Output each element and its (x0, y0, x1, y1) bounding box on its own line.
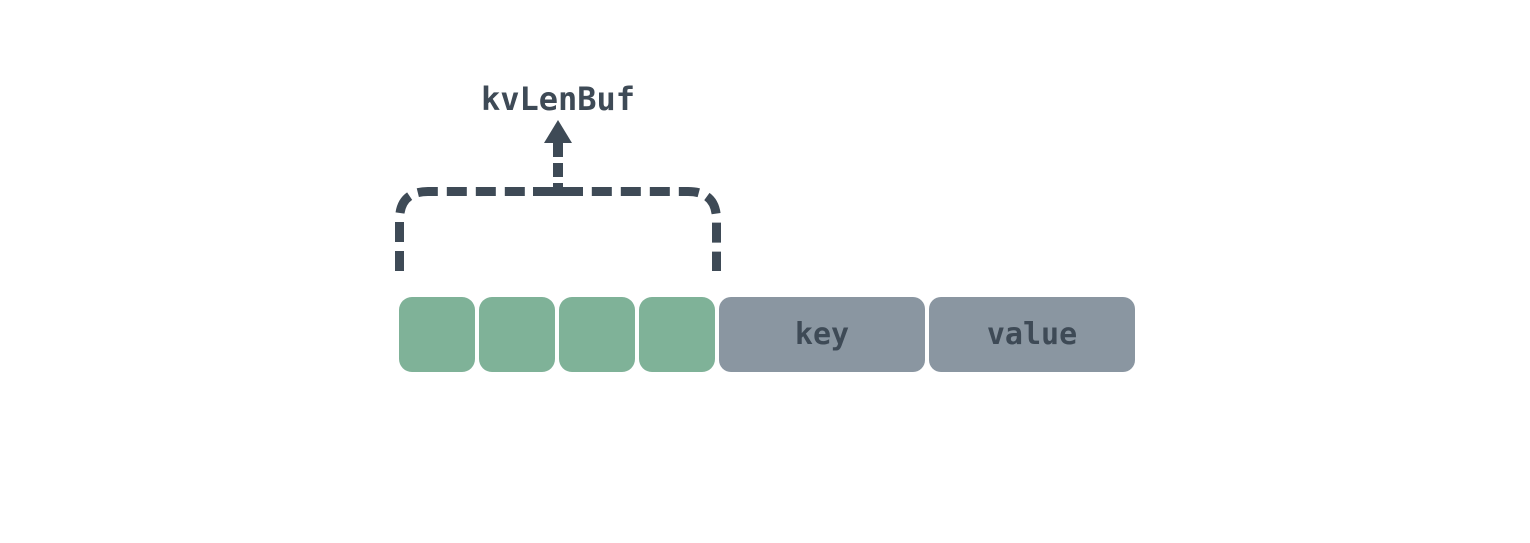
key-label: key (794, 317, 850, 352)
value-box: value (929, 297, 1135, 372)
len-bytes-group (399, 297, 715, 372)
len-byte-cell (639, 297, 715, 372)
len-byte-cell (399, 297, 475, 372)
key-box: key (719, 297, 925, 372)
brace-path (395, 187, 721, 271)
value-label: value (986, 317, 1078, 352)
up-arrow-icon (544, 120, 572, 143)
len-byte-cell (559, 297, 635, 372)
pointer-label: kvLenBuf (480, 80, 636, 118)
len-byte-cell (479, 297, 555, 372)
buffer-row: key value (399, 297, 1135, 372)
